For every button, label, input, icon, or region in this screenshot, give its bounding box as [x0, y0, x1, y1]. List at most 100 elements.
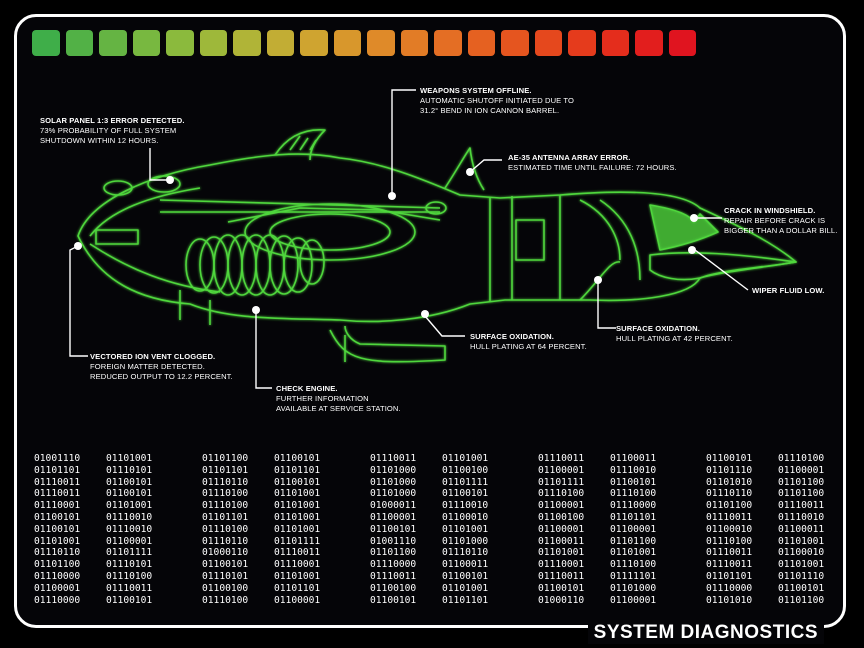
binary-value: 01110011 [538, 570, 585, 582]
binary-value: 01000110 [538, 594, 585, 606]
binary-value: 01110000 [370, 559, 417, 571]
binary-value: 01101100 [778, 476, 825, 488]
binary-value: 01110010 [106, 523, 153, 535]
binary-value: 01101110 [706, 464, 753, 476]
binary-value: 01101101 [274, 464, 321, 476]
binary-value: 01101001 [538, 547, 585, 559]
callout-line-antenna [469, 159, 502, 173]
binary-value: 01101000 [610, 582, 657, 594]
binary-value: 01001110 [370, 535, 417, 547]
binary-value: 01100001 [34, 582, 81, 594]
binary-value: 01110101 [106, 559, 153, 571]
binary-value: 01100001 [274, 594, 321, 606]
binary-value: 01100101 [274, 453, 321, 464]
binary-value: 01101000 [370, 488, 417, 500]
binary-value: 01110011 [274, 547, 321, 559]
binary-value: 01110101 [106, 464, 153, 476]
binary-value: 01110110 [202, 476, 249, 488]
binary-value: 01100001 [106, 535, 153, 547]
binary-value: 01110100 [610, 559, 657, 571]
binary-value: 01100011 [610, 453, 657, 464]
binary-value: 01110100 [610, 488, 657, 500]
status-segment [99, 30, 127, 56]
binary-value: 01101111 [538, 476, 585, 488]
binary-value: 01110000 [706, 582, 753, 594]
binary-value: 01110100 [202, 488, 249, 500]
binary-value: 01110100 [202, 523, 249, 535]
status-segment [32, 30, 60, 56]
binary-value: 01101001 [274, 523, 321, 535]
status-segment [333, 30, 361, 56]
binary-value: 01100101 [442, 570, 489, 582]
binary-value: 01101100 [778, 488, 825, 500]
binary-value: 01110010 [778, 511, 825, 523]
binary-value: 01110011 [370, 453, 417, 464]
binary-value: 01100001 [778, 464, 825, 476]
binary-value: 01110000 [34, 594, 81, 606]
binary-value: 01100101 [106, 476, 153, 488]
binary-value: 01101111 [442, 476, 489, 488]
binary-value: 01110000 [610, 500, 657, 512]
binary-value: 01110001 [538, 559, 585, 571]
binary-value: 01101010 [706, 476, 753, 488]
status-segment [568, 30, 596, 56]
binary-value: 01110011 [706, 511, 753, 523]
binary-value: 01101100 [778, 594, 825, 606]
binary-value: 01100010 [442, 511, 489, 523]
binary-value: 01110100 [778, 453, 825, 464]
binary-value: 01101000 [370, 476, 417, 488]
annotation-surface-oxidation-42: SURFACE OXIDATION. HULL PLATING AT 42 PE… [616, 324, 733, 343]
binary-value: 01001110 [34, 453, 81, 464]
status-segment [501, 30, 529, 56]
callout-line-weapons [391, 89, 416, 195]
status-segment [266, 30, 294, 56]
binary-value: 01100100 [538, 511, 585, 523]
binary-value: 01100001 [538, 464, 585, 476]
binary-value: 01101001 [442, 582, 489, 594]
binary-value: 01101000 [370, 464, 417, 476]
binary-value: 01100011 [442, 559, 489, 571]
annotation-windshield: CRACK IN WINDSHIELD. REPAIR BEFORE CRACK… [724, 206, 838, 235]
binary-value: 01100011 [778, 523, 825, 535]
status-segment [400, 30, 428, 56]
binary-value: 01100101 [370, 523, 417, 535]
annotation-weapons-system: WEAPONS SYSTEM OFFLINE. AUTOMATIC SHUTOF… [420, 86, 575, 115]
binary-value: 01101001 [778, 535, 825, 547]
binary-value: 01101101 [706, 570, 753, 582]
engine-coils [185, 234, 325, 296]
binary-value: 01100001 [610, 594, 657, 606]
annotation-wiper-fluid: WIPER FLUID LOW. [752, 286, 825, 295]
binary-value: 01110010 [442, 500, 489, 512]
binary-value: 01110011 [34, 476, 81, 488]
binary-value: 01100010 [706, 523, 753, 535]
binary-value: 01110110 [706, 488, 753, 500]
binary-value: 01110100 [202, 500, 249, 512]
binary-value: 01101101 [202, 511, 249, 523]
binary-value: 01100101 [34, 511, 81, 523]
page-title: SYSTEM DIAGNOSTICS [587, 622, 824, 644]
annotation-check-engine: CHECK ENGINE. FURTHER INFORMATION AVAILA… [276, 384, 401, 413]
binary-value: 01100101 [202, 559, 249, 571]
binary-value: 01110011 [778, 500, 825, 512]
binary-value: 01110011 [34, 488, 81, 500]
binary-value: 01110010 [106, 511, 153, 523]
binary-value: 01100101 [706, 453, 753, 464]
annotation-antenna-array: AE-35 ANTENNA ARRAY ERROR. ESTIMATED TIM… [508, 153, 677, 172]
binary-value: 01101100 [202, 453, 249, 464]
binary-value: 01100101 [106, 488, 153, 500]
binary-value: 01110100 [538, 488, 585, 500]
binary-value: 01101001 [274, 511, 321, 523]
binary-value: 01100101 [106, 594, 153, 606]
binary-value: 01111101 [610, 570, 657, 582]
binary-value: 01101001 [274, 500, 321, 512]
binary-value: 01110011 [706, 547, 753, 559]
binary-value: 01101000 [442, 535, 489, 547]
binary-value: 01101001 [442, 523, 489, 535]
